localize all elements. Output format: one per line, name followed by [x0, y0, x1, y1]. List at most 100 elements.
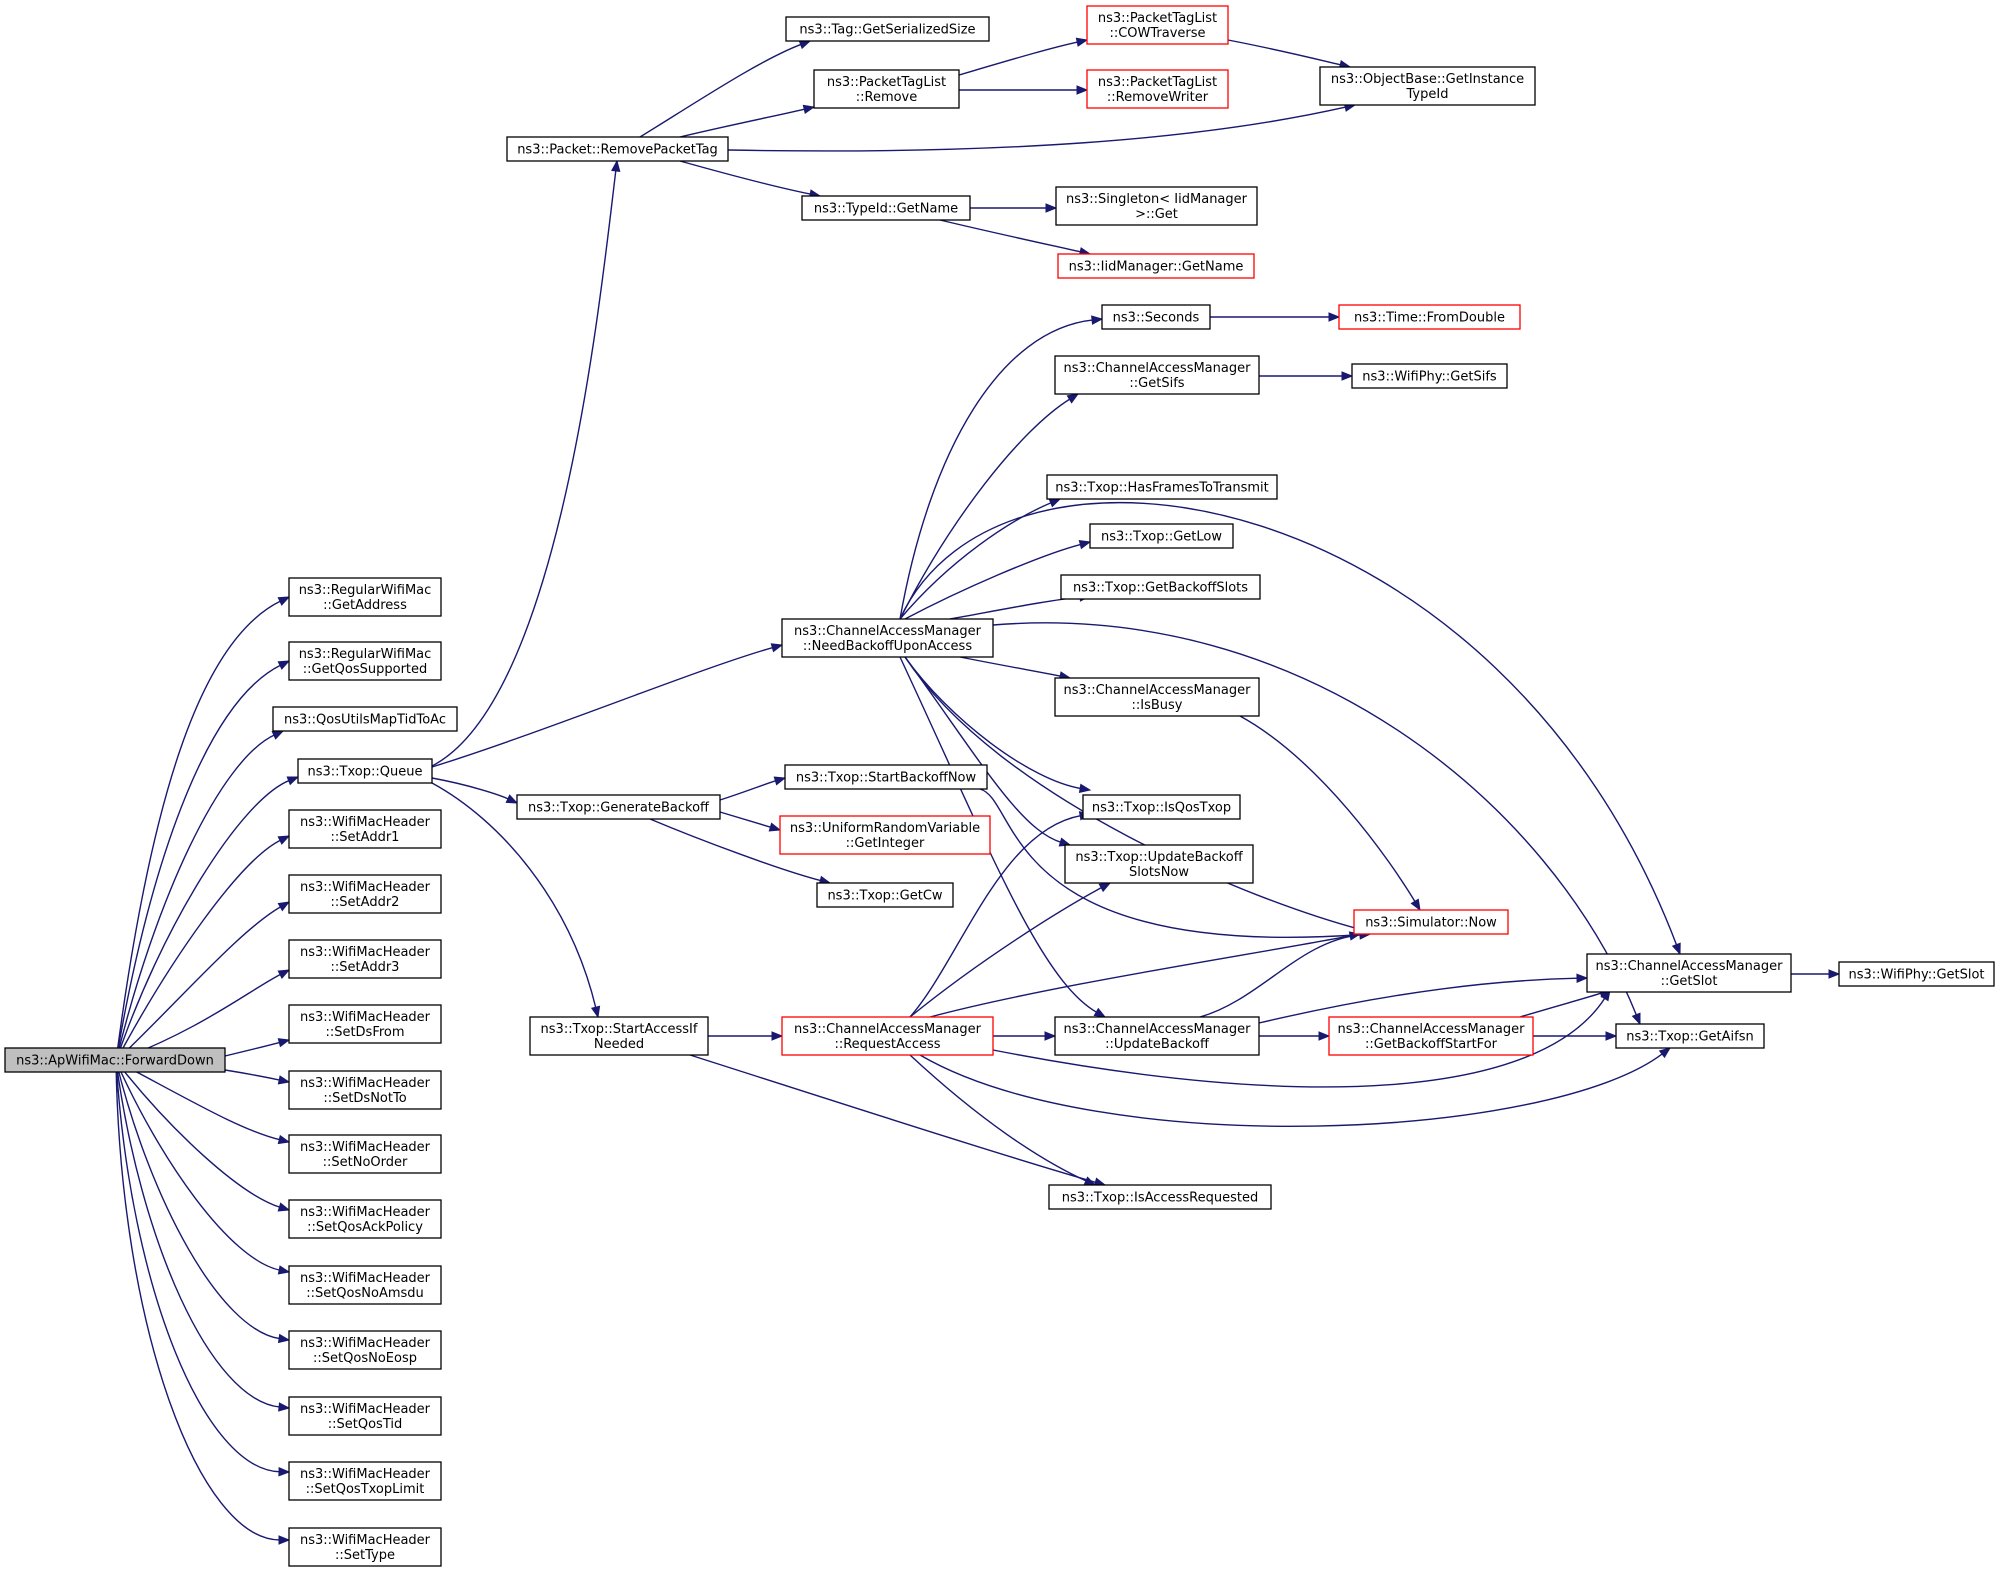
- node-startbackoffnow[interactable]: ns3::Txop::StartBackoffNow: [784, 764, 988, 790]
- node-qostxop[interactable]: ns3::WifiMacHeader::SetQosTxopLimit: [288, 1461, 442, 1501]
- node-rwm-addr[interactable]: ns3::RegularWifiMac::GetAddress: [288, 577, 442, 617]
- node-qostid[interactable]: ns3::WifiMacHeader::SetQosTid: [288, 1396, 442, 1436]
- node-typeid-getname[interactable]: ns3::TypeId::GetName: [801, 195, 971, 221]
- node-qosnoeosp[interactable]: ns3::WifiMacHeader::SetQosNoEosp: [288, 1330, 442, 1370]
- node-label: ns3::RegularWifiMac: [299, 647, 432, 662]
- edge-line: [115, 1060, 281, 1541]
- node-box: [1054, 1016, 1260, 1056]
- arrow-head-icon: [1045, 203, 1058, 213]
- edge-line: [115, 1060, 281, 1141]
- edge-requestaccess-to-getaifsn: [919, 1047, 1672, 1127]
- node-simnow[interactable]: ns3::Simulator::Now: [1353, 909, 1509, 935]
- node-label: ns3::ChannelAccessManager: [1596, 959, 1784, 974]
- node-noorder[interactable]: ns3::WifiMacHeader::SetNoOrder: [288, 1134, 442, 1174]
- node-label: ::RequestAccess: [834, 1037, 940, 1052]
- edge-line: [719, 811, 772, 829]
- node-label: ns3::WifiMacHeader: [300, 880, 431, 895]
- node-label: ::SetDsFrom: [325, 1025, 404, 1040]
- arrow-head-icon: [277, 1202, 291, 1212]
- node-settype[interactable]: ns3::WifiMacHeader::SetType: [288, 1527, 442, 1567]
- node-getcw[interactable]: ns3::Txop::GetCw: [816, 882, 954, 908]
- node-label: ns3::WifiMacHeader: [300, 1402, 431, 1417]
- node-root[interactable]: ns3::ApWifiMac::ForwardDown: [4, 1047, 226, 1073]
- node-ptl-remove[interactable]: ns3::PacketTagList::Remove: [813, 69, 960, 109]
- node-qosmap[interactable]: ns3::QosUtilsMapTidToAc: [272, 706, 458, 732]
- arrow-head-icon: [1093, 1007, 1107, 1018]
- node-fromdouble[interactable]: ns3::Time::FromDouble: [1338, 304, 1521, 330]
- node-box: [288, 1134, 442, 1174]
- node-getaifsn[interactable]: ns3::Txop::GetAifsn: [1615, 1023, 1765, 1049]
- node-iid-getname[interactable]: ns3::IidManager::GetName: [1057, 253, 1255, 279]
- edge-root-to-settype: [115, 1060, 291, 1545]
- edge-root-to-noorder: [115, 1060, 291, 1145]
- edge-line: [904, 656, 1362, 931]
- node-needbackoff[interactable]: ns3::ChannelAccessManager::NeedBackoffUp…: [781, 618, 994, 658]
- edge-genbackoff-to-uniform: [719, 811, 782, 832]
- arrow-head-icon: [1328, 312, 1341, 322]
- arrow-head-icon: [1828, 969, 1841, 979]
- node-qosnoamsdu[interactable]: ns3::WifiMacHeader::SetQosNoAmsdu: [288, 1265, 442, 1305]
- node-singleton-get[interactable]: ns3::Singleton< IidManager>::Get: [1055, 186, 1258, 226]
- arrow-head-icon: [770, 643, 784, 653]
- edge-line: [904, 543, 1082, 620]
- node-getbackoffslots[interactable]: ns3::Txop::GetBackoffSlots: [1060, 574, 1261, 600]
- arrow-head-icon: [277, 835, 291, 845]
- node-isaccessreq[interactable]: ns3::Txop::IsAccessRequested: [1048, 1184, 1272, 1210]
- edge-queue-to-genbackoff: [431, 777, 519, 804]
- node-label: ns3::Txop::GetAifsn: [1626, 1030, 1754, 1045]
- node-tagsize[interactable]: ns3::Tag::GetSerializedSize: [785, 16, 990, 42]
- arrow-head-icon: [1605, 1031, 1618, 1041]
- node-getbackoffstart[interactable]: ns3::ChannelAccessManager::GetBackoffSta…: [1328, 1016, 1534, 1056]
- edge-cowtraverse-to-instancetypeid: [1227, 39, 1352, 70]
- node-uniform[interactable]: ns3::UniformRandomVariable::GetInteger: [779, 815, 991, 855]
- edge-line: [689, 1054, 1097, 1184]
- node-label: ::GetBackoffStartFor: [1365, 1037, 1498, 1052]
- node-cam-getsifs[interactable]: ns3::ChannelAccessManager::GetSifs: [1054, 355, 1260, 395]
- node-cam-getslot[interactable]: ns3::ChannelAccessManager::GetSlot: [1586, 953, 1792, 993]
- node-isqostxop[interactable]: ns3::Txop::IsQosTxop: [1082, 794, 1241, 820]
- edge-requestaccess-to-updatebackoff: [993, 1031, 1057, 1041]
- node-seconds[interactable]: ns3::Seconds: [1101, 304, 1211, 330]
- node-requestaccess[interactable]: ns3::ChannelAccessManager::RequestAccess: [781, 1016, 994, 1056]
- node-phy-getsifs[interactable]: ns3::WifiPhy::GetSifs: [1351, 363, 1508, 389]
- arrow-head-icon: [277, 660, 291, 670]
- node-label: ns3::WifiPhy::GetSifs: [1362, 370, 1497, 385]
- edge-line: [939, 219, 1082, 253]
- node-dsfrom[interactable]: ns3::WifiMacHeader::SetDsFrom: [288, 1004, 442, 1044]
- node-label: ns3::Packet::RemovePacketTag: [517, 143, 718, 158]
- edge-line: [899, 501, 1052, 620]
- node-label: ns3::WifiMacHeader: [300, 1076, 431, 1091]
- arrow-head-icon: [277, 901, 291, 912]
- node-addr3[interactable]: ns3::WifiMacHeader::SetAddr3: [288, 939, 442, 979]
- node-qosack[interactable]: ns3::WifiMacHeader::SetQosAckPolicy: [288, 1199, 442, 1239]
- node-box: [1338, 304, 1521, 330]
- node-isbusy[interactable]: ns3::ChannelAccessManager::IsBusy: [1054, 677, 1260, 717]
- node-addr1[interactable]: ns3::WifiMacHeader::SetAddr1: [288, 809, 442, 849]
- node-genbackoff[interactable]: ns3::Txop::GenerateBackoff: [516, 794, 721, 820]
- node-box: [784, 764, 988, 790]
- node-label: ::SetQosTxopLimit: [306, 1482, 425, 1497]
- node-rwm-qos[interactable]: ns3::RegularWifiMac::GetQosSupported: [288, 641, 442, 681]
- node-queue[interactable]: ns3::Txop::Queue: [297, 758, 433, 784]
- node-label: ns3::UniformRandomVariable: [790, 821, 980, 836]
- node-box: [288, 1265, 442, 1305]
- edge-updatebackoff-to-cam_getslot: [1258, 973, 1589, 1024]
- node-label: ns3::QosUtilsMapTidToAc: [284, 713, 446, 728]
- node-cowtraverse[interactable]: ns3::PacketTagList::COWTraverse: [1086, 5, 1229, 45]
- node-addr2[interactable]: ns3::WifiMacHeader::SetAddr2: [288, 874, 442, 914]
- node-box: [781, 1016, 994, 1056]
- node-label: ::GetQosSupported: [303, 662, 428, 677]
- node-label: ns3::WifiMacHeader: [300, 1533, 431, 1548]
- node-hasframes[interactable]: ns3::Txop::HasFramesToTransmit: [1046, 474, 1278, 500]
- node-phy-getslot[interactable]: ns3::WifiPhy::GetSlot: [1838, 961, 1995, 987]
- node-box: [785, 16, 990, 42]
- node-box: [1089, 523, 1234, 549]
- node-removewriter[interactable]: ns3::PacketTagList::RemoveWriter: [1086, 69, 1229, 109]
- node-getlow[interactable]: ns3::Txop::GetLow: [1089, 523, 1234, 549]
- node-removetag[interactable]: ns3::Packet::RemovePacketTag: [506, 136, 729, 162]
- node-updatebackoff[interactable]: ns3::ChannelAccessManager::UpdateBackoff: [1054, 1016, 1260, 1056]
- node-dsnotto[interactable]: ns3::WifiMacHeader::SetDsNotTo: [288, 1070, 442, 1110]
